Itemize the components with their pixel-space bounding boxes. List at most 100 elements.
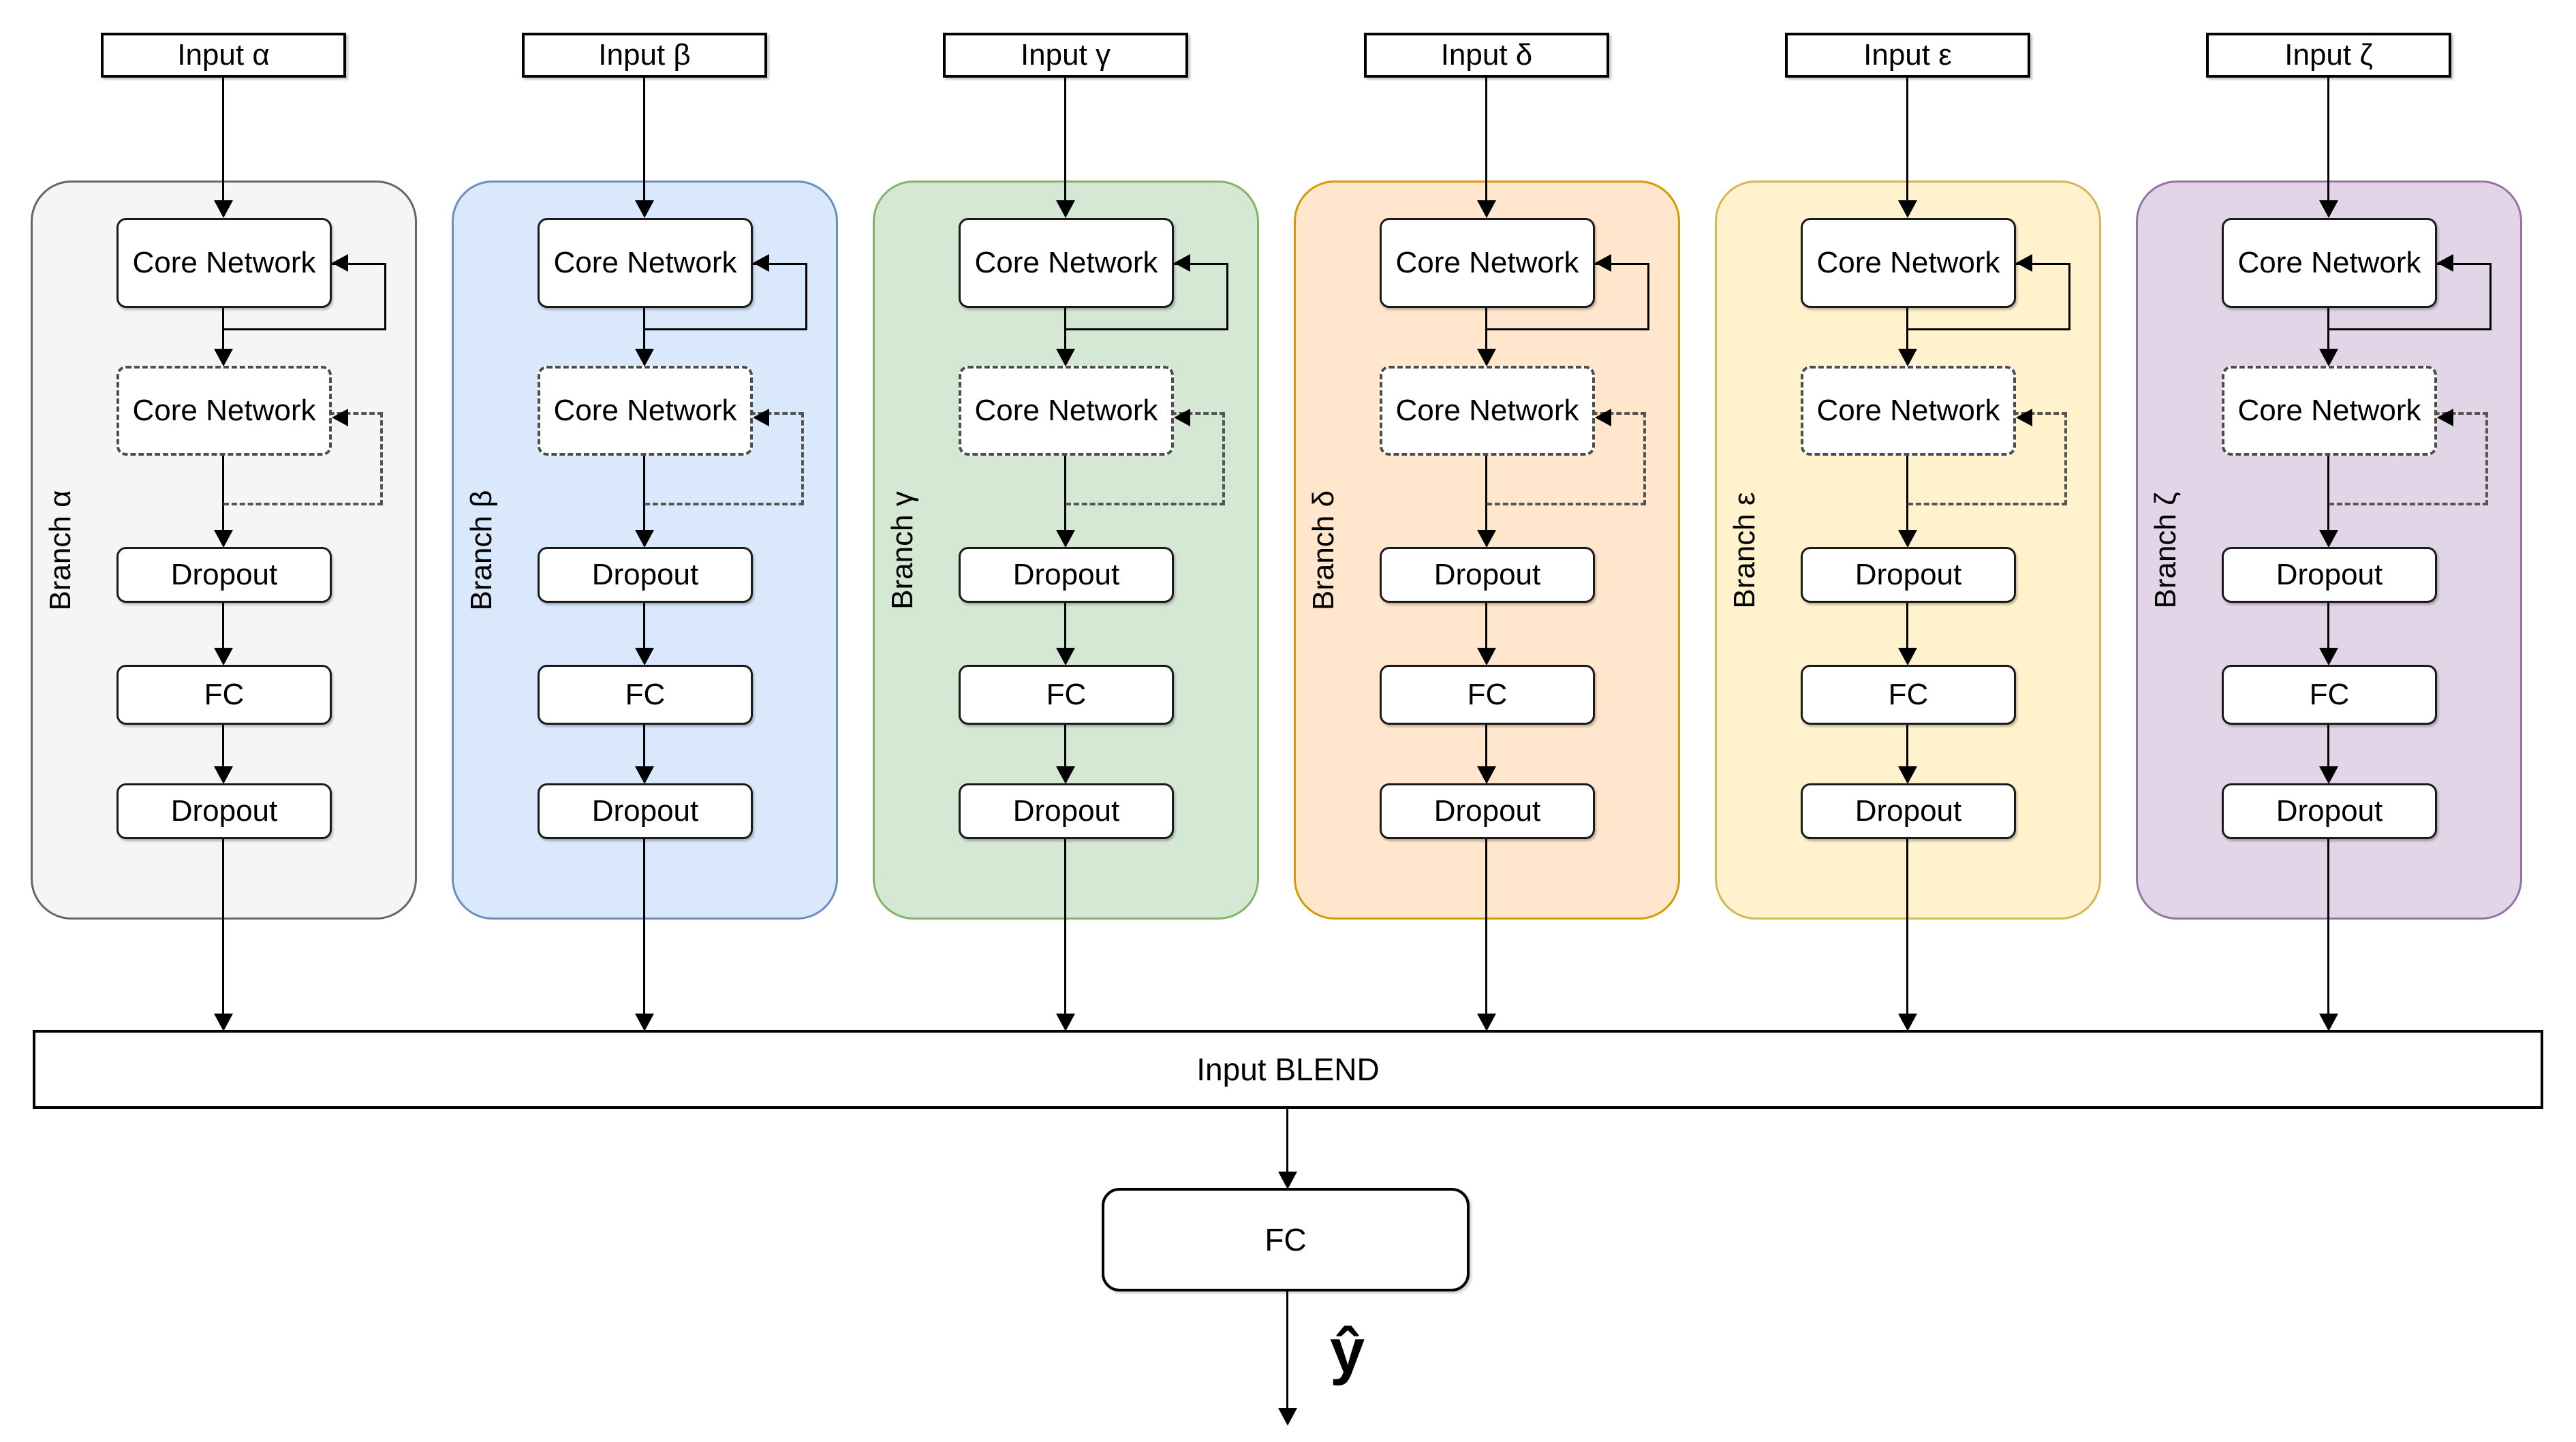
arrow-fc-to-dropout	[2318, 723, 2340, 784]
arrow-core-to-core	[1055, 308, 1076, 366]
core-network-dashed-box: Core Network	[117, 366, 332, 456]
arrow-core-to-dropout	[2318, 454, 2340, 548]
arrow-dropout-to-fc	[1055, 601, 1076, 665]
arrow-branch-to-blend	[1476, 838, 1498, 1031]
core-network-box: Core Network	[538, 218, 753, 308]
fc-box: FC	[2222, 665, 2437, 725]
input-box: Input β	[522, 33, 767, 78]
dropout-box: Dropout	[1801, 547, 2016, 603]
branch-label: Branch γ	[886, 491, 919, 610]
arrow-fc-to-dropout	[213, 723, 234, 784]
dropout-box: Dropout	[959, 547, 1174, 603]
input-blend-box: Input BLEND	[33, 1030, 2543, 1109]
recurrent-loop-dashed-arrowhead-icon	[1174, 409, 1190, 426]
arrow-core-to-core	[2318, 308, 2340, 366]
core-network-dashed-box: Core Network	[1380, 366, 1595, 456]
core-network-dashed-box: Core Network	[959, 366, 1174, 456]
fc-box: FC	[1801, 665, 2016, 725]
arrow-branch-to-blend	[2318, 838, 2340, 1031]
recurrent-loop-dashed-arrowhead-icon	[2437, 409, 2453, 426]
output-label: ŷ	[1330, 1317, 1365, 1386]
arrow-core-to-dropout	[1897, 454, 1919, 548]
arrow-core-to-dropout	[213, 454, 234, 548]
arrow-input-to-core	[1476, 78, 1498, 218]
input-box: Input γ	[943, 33, 1188, 78]
arrow-core-to-core	[1897, 308, 1919, 366]
recurrent-loop-solid-arrowhead-icon	[1174, 254, 1190, 272]
input-box: Input ζ	[2206, 33, 2451, 78]
recurrent-loop-solid-arrowhead-icon	[332, 254, 348, 272]
arrow-branch-to-blend	[1897, 838, 1919, 1031]
arrow-fc-to-output	[1277, 1291, 1299, 1426]
arrow-core-to-dropout	[1476, 454, 1498, 548]
arrow-core-to-core	[634, 308, 655, 366]
fc-box: FC	[538, 665, 753, 725]
branch-label: Branch ζ	[2149, 492, 2182, 609]
dropout-box: Dropout	[1380, 783, 1595, 839]
recurrent-loop-dashed-arrowhead-icon	[2016, 409, 2032, 426]
recurrent-loop-solid-arrowhead-icon	[2016, 254, 2032, 272]
branch-label: Branch α	[44, 490, 77, 611]
arrow-dropout-to-fc	[1476, 601, 1498, 665]
input-box: Input ε	[1785, 33, 2030, 78]
arrow-dropout-to-fc	[634, 601, 655, 665]
recurrent-loop-solid-arrowhead-icon	[2437, 254, 2453, 272]
arrow-fc-to-dropout	[1476, 723, 1498, 784]
arrow-blend-to-fc	[1277, 1109, 1299, 1189]
recurrent-loop-solid-arrowhead-icon	[753, 254, 769, 272]
arrow-dropout-to-fc	[1897, 601, 1919, 665]
dropout-box: Dropout	[117, 783, 332, 839]
arrow-core-to-dropout	[634, 454, 655, 548]
dropout-box: Dropout	[2222, 547, 2437, 603]
dropout-box: Dropout	[538, 547, 753, 603]
dropout-box: Dropout	[1801, 783, 2016, 839]
branch-label: Branch δ	[1307, 490, 1340, 611]
arrow-input-to-core	[1897, 78, 1919, 218]
arrow-dropout-to-fc	[2318, 601, 2340, 665]
recurrent-loop-dashed-arrowhead-icon	[753, 409, 769, 426]
core-network-box: Core Network	[1801, 218, 2016, 308]
core-network-box: Core Network	[959, 218, 1174, 308]
recurrent-loop-dashed-arrowhead-icon	[332, 409, 348, 426]
arrow-input-to-core	[634, 78, 655, 218]
dropout-box: Dropout	[538, 783, 753, 839]
arrow-dropout-to-fc	[213, 601, 234, 665]
arrow-branch-to-blend	[1055, 838, 1076, 1031]
input-box: Input δ	[1364, 33, 1609, 78]
branch-column-alpha: Input α Branch α Core Network Core Netwo…	[31, 33, 417, 1034]
arrow-fc-to-dropout	[1897, 723, 1919, 784]
fc-box: FC	[959, 665, 1174, 725]
recurrent-loop-dashed-arrowhead-icon	[1595, 409, 1611, 426]
core-network-dashed-box: Core Network	[2222, 366, 2437, 456]
core-network-dashed-box: Core Network	[1801, 366, 2016, 456]
branch-column-beta: Input β Branch β Core Network Core Netwo…	[452, 33, 838, 1034]
input-box: Input α	[101, 33, 346, 78]
dropout-box: Dropout	[117, 547, 332, 603]
arrow-fc-to-dropout	[634, 723, 655, 784]
arrow-input-to-core	[213, 78, 234, 218]
arrow-input-to-core	[1055, 78, 1076, 218]
core-network-box: Core Network	[2222, 218, 2437, 308]
branch-label: Branch ε	[1728, 492, 1761, 609]
fc-box: FC	[117, 665, 332, 725]
dropout-box: Dropout	[959, 783, 1174, 839]
branch-column-epsilon: Input ε Branch ε Core Network Core Netwo…	[1715, 33, 2101, 1034]
arrow-core-to-core	[213, 308, 234, 366]
core-network-box: Core Network	[117, 218, 332, 308]
fc-box: FC	[1380, 665, 1595, 725]
dropout-box: Dropout	[1380, 547, 1595, 603]
branch-column-gamma: Input γ Branch γ Core Network Core Netwo…	[873, 33, 1259, 1034]
branch-label: Branch β	[465, 490, 498, 611]
arrow-fc-to-dropout	[1055, 723, 1076, 784]
arrow-input-to-core	[2318, 78, 2340, 218]
arrow-core-to-core	[1476, 308, 1498, 366]
arrow-core-to-dropout	[1055, 454, 1076, 548]
branch-column-delta: Input δ Branch δ Core Network Core Netwo…	[1294, 33, 1680, 1034]
core-network-dashed-box: Core Network	[538, 366, 753, 456]
arrow-branch-to-blend	[634, 838, 655, 1031]
final-fc-box: FC	[1102, 1188, 1470, 1291]
arrow-branch-to-blend	[213, 838, 234, 1031]
branch-column-zeta: Input ζ Branch ζ Core Network Core Netwo…	[2136, 33, 2522, 1034]
recurrent-loop-solid-arrowhead-icon	[1595, 254, 1611, 272]
